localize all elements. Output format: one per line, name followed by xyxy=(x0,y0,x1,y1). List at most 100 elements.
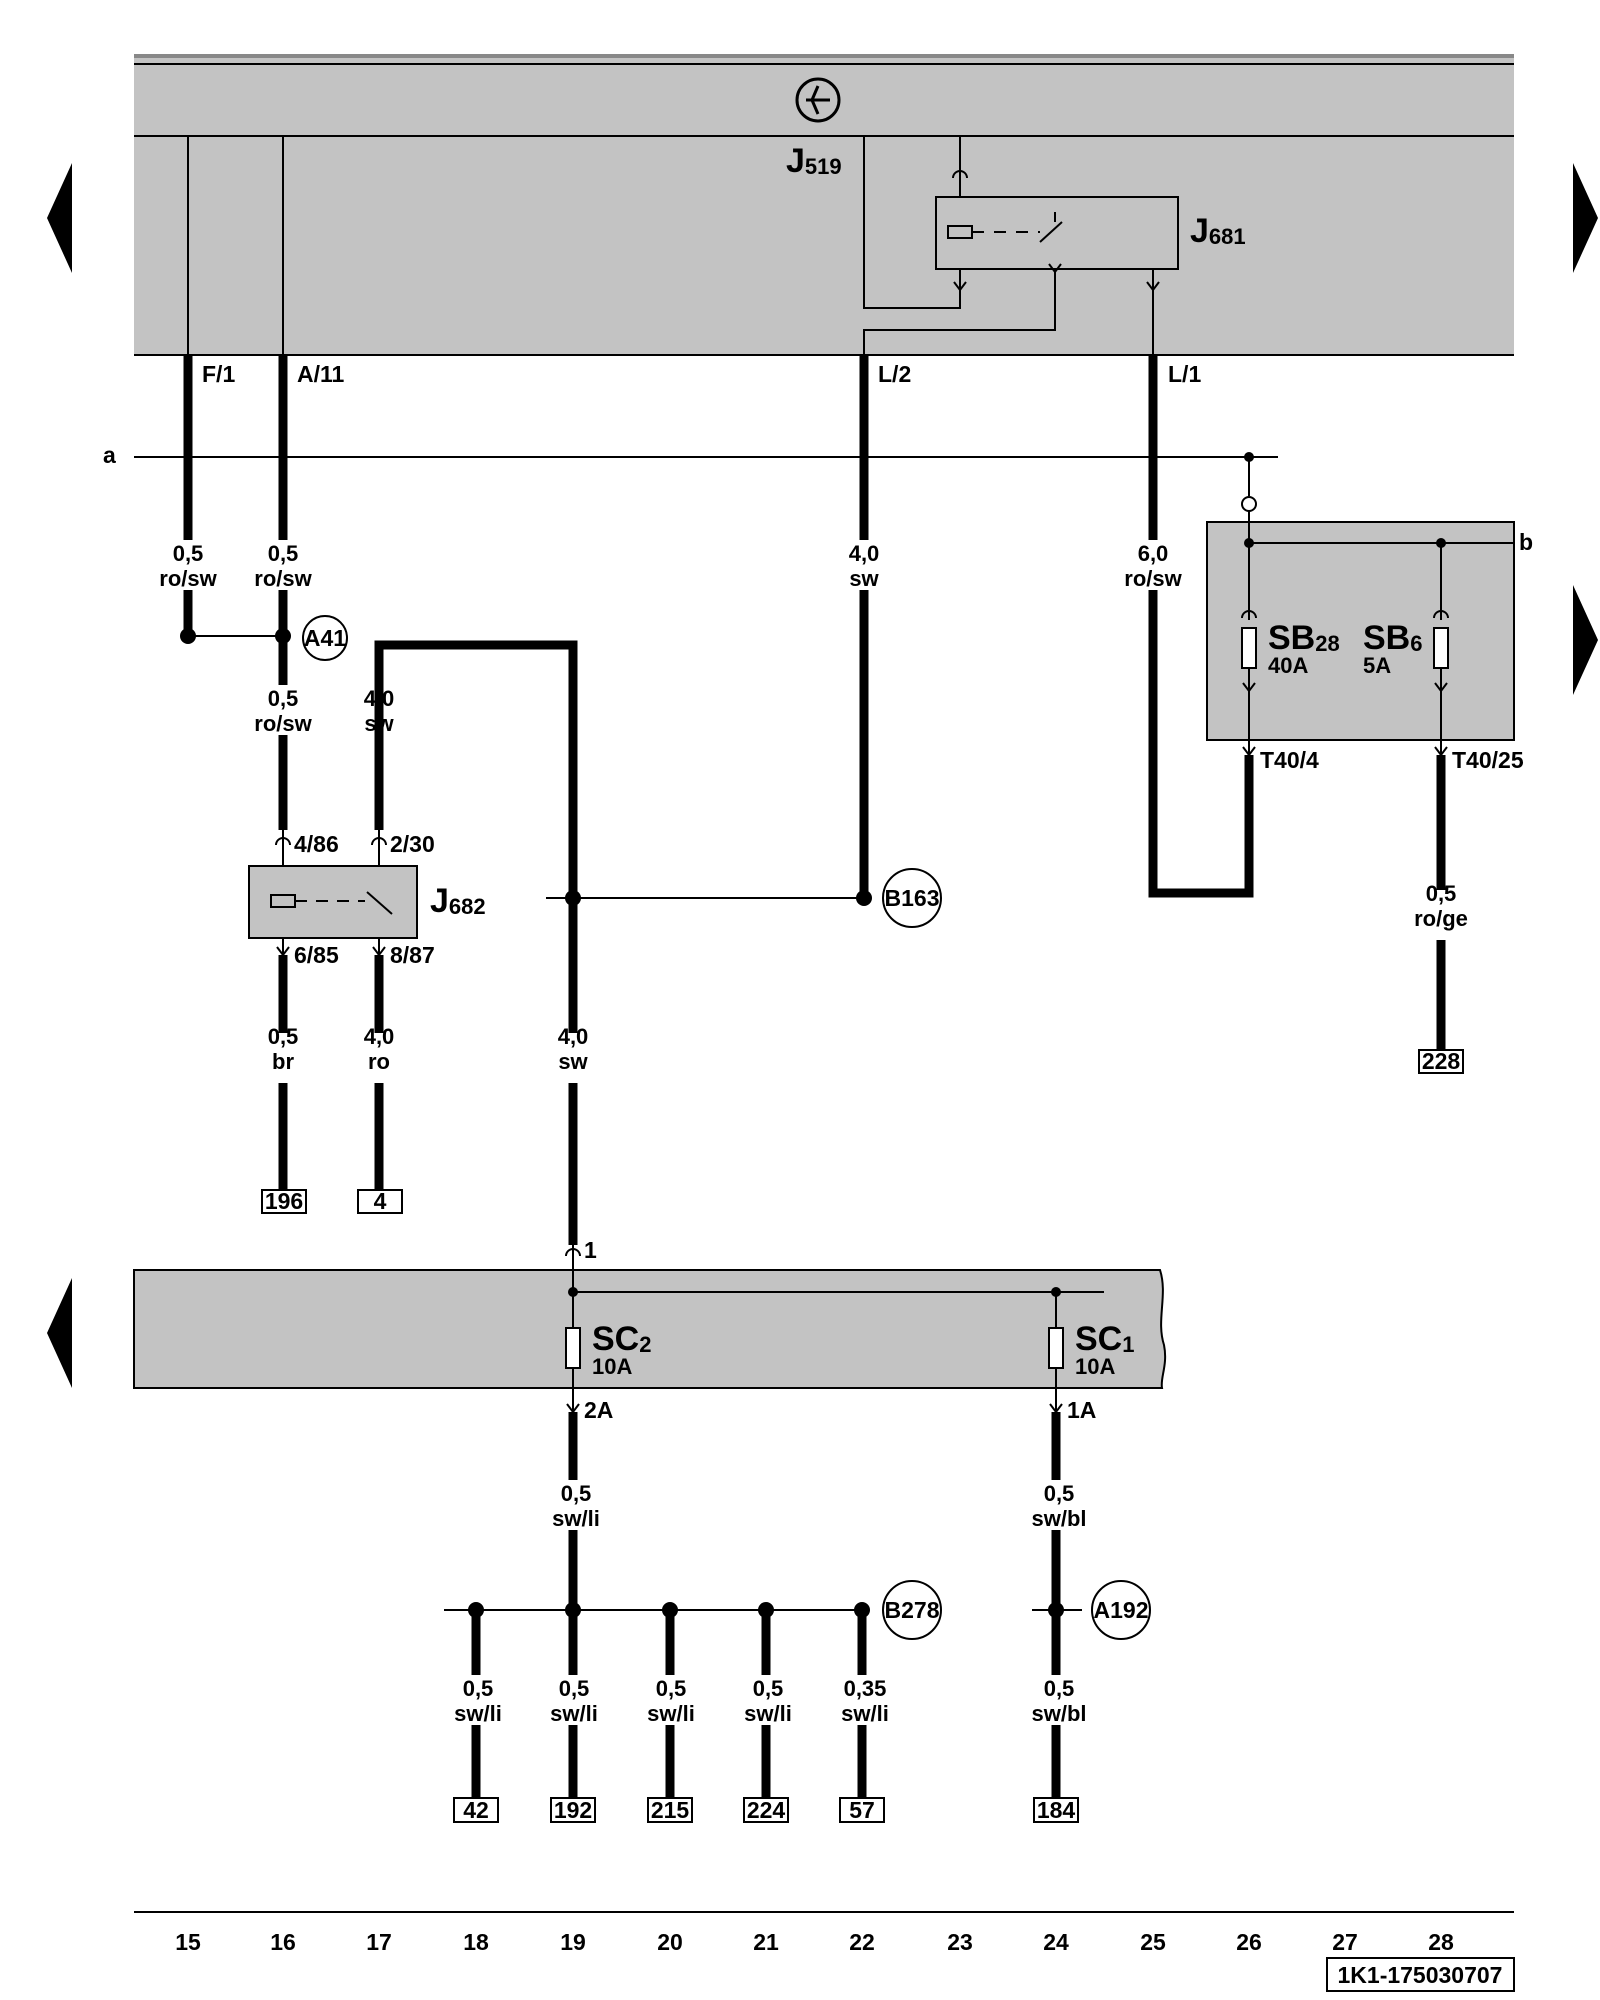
continue-right-arrow-top[interactable] xyxy=(1573,163,1598,273)
svg-text:ro/sw: ro/sw xyxy=(254,711,312,736)
svg-text:0,5: 0,5 xyxy=(561,1481,592,1506)
rating-sc2: 10A xyxy=(592,1354,632,1379)
svg-text:0,5: 0,5 xyxy=(268,686,299,711)
svg-text:sw/li: sw/li xyxy=(841,1701,889,1726)
svg-text:0,5: 0,5 xyxy=(268,541,299,566)
wire-labels-bottom: 0,5 sw/li 0,5 sw/bl 0,5 sw/li 0,5 sw/li … xyxy=(454,1481,1086,1726)
svg-text:4,0: 4,0 xyxy=(364,1024,395,1049)
rating-sb28: 40A xyxy=(1268,653,1308,678)
pin-2a: 2A xyxy=(584,1397,613,1423)
thick-wires-bottom xyxy=(471,1412,1061,1798)
svg-text:224: 224 xyxy=(747,1797,786,1823)
fuse-carrier-sc xyxy=(133,1269,1167,1389)
svg-text:0,5: 0,5 xyxy=(268,1024,299,1049)
svg-text:0,5: 0,5 xyxy=(1044,1676,1075,1701)
svg-text:215: 215 xyxy=(651,1797,690,1823)
svg-text:228: 228 xyxy=(1422,1048,1461,1074)
svg-text:ro/sw: ro/sw xyxy=(159,566,217,591)
svg-text:4,0: 4,0 xyxy=(558,1024,589,1049)
svg-text:0,5: 0,5 xyxy=(656,1676,687,1701)
reference-boxes-top[interactable]: 196 4 228 xyxy=(261,1048,1464,1214)
svg-text:23: 23 xyxy=(947,1929,973,1955)
pin-8-87: 8/87 xyxy=(390,942,435,968)
svg-text:B163: B163 xyxy=(885,885,940,911)
relay-j682 xyxy=(248,830,418,957)
svg-text:0,5: 0,5 xyxy=(753,1676,784,1701)
svg-text:25: 25 xyxy=(1140,1929,1166,1955)
svg-text:0,5: 0,5 xyxy=(463,1676,494,1701)
svg-text:24: 24 xyxy=(1043,1929,1069,1955)
svg-text:0,5: 0,5 xyxy=(1044,1481,1075,1506)
continue-left-arrow-bottom[interactable] xyxy=(47,1278,72,1388)
label-line-b: b xyxy=(1519,529,1533,555)
rating-sc1: 10A xyxy=(1075,1354,1115,1379)
svg-text:196: 196 xyxy=(265,1188,303,1214)
svg-text:ro/sw: ro/sw xyxy=(1124,566,1182,591)
svg-text:sw/li: sw/li xyxy=(647,1701,695,1726)
svg-text:21: 21 xyxy=(753,1929,779,1955)
svg-text:sw: sw xyxy=(364,711,394,736)
svg-text:ro: ro xyxy=(368,1049,390,1074)
svg-text:4,0: 4,0 xyxy=(849,541,880,566)
connector-b278 xyxy=(882,1580,942,1640)
svg-text:0,5: 0,5 xyxy=(1426,881,1457,906)
pin-1a: 1A xyxy=(1067,1397,1096,1423)
pin-t40-25: T40/25 xyxy=(1452,747,1524,773)
label-sc2: SC2 xyxy=(592,1320,651,1358)
svg-text:6,0: 6,0 xyxy=(1138,541,1169,566)
svg-text:B278: B278 xyxy=(885,1597,940,1623)
svg-text:28: 28 xyxy=(1428,1929,1454,1955)
svg-text:0,5: 0,5 xyxy=(559,1676,590,1701)
relay-j681 xyxy=(935,170,1179,292)
label-sb6: SB6 xyxy=(1363,619,1422,657)
fuse-carrier-sb xyxy=(1206,521,1515,757)
pin-2-30: 2/30 xyxy=(390,831,435,857)
svg-text:4,0: 4,0 xyxy=(364,686,395,711)
svg-text:ro/sw: ro/sw xyxy=(254,566,312,591)
drawing-number: 1K1-175030707 xyxy=(1338,1962,1503,1988)
pin-4-86: 4/86 xyxy=(294,831,339,857)
reference-boxes-bottom[interactable]: 42 192 215 224 57 184 xyxy=(453,1797,1079,1823)
svg-text:27: 27 xyxy=(1332,1929,1358,1955)
svg-text:sw/bl: sw/bl xyxy=(1031,1701,1086,1726)
pin-f1: F/1 xyxy=(202,361,235,387)
svg-text:42: 42 xyxy=(463,1797,489,1823)
continue-right-arrow-middle[interactable] xyxy=(1573,585,1598,695)
svg-text:22: 22 xyxy=(849,1929,875,1955)
label-j681: J681 xyxy=(1190,212,1246,250)
svg-text:A192: A192 xyxy=(1094,1597,1149,1623)
svg-text:17: 17 xyxy=(366,1929,392,1955)
svg-text:sw: sw xyxy=(849,566,879,591)
pin-l1: L/1 xyxy=(1168,361,1201,387)
svg-text:57: 57 xyxy=(849,1797,875,1823)
svg-text:ro/ge: ro/ge xyxy=(1414,906,1468,931)
pin-1: 1 xyxy=(584,1237,597,1263)
svg-text:26: 26 xyxy=(1236,1929,1262,1955)
svg-text:20: 20 xyxy=(657,1929,683,1955)
thick-wires xyxy=(183,355,1446,1245)
svg-text:192: 192 xyxy=(554,1797,592,1823)
pin-t40-4: T40/4 xyxy=(1260,747,1319,773)
pin-6-85: 6/85 xyxy=(294,942,339,968)
pin-l2: L/2 xyxy=(878,361,911,387)
svg-text:0,35: 0,35 xyxy=(844,1676,887,1701)
svg-text:sw: sw xyxy=(558,1049,588,1074)
svg-text:4: 4 xyxy=(374,1188,387,1214)
connector-b163 xyxy=(882,868,942,928)
label-j682: J682 xyxy=(430,882,486,920)
svg-text:br: br xyxy=(272,1049,294,1074)
label-sc1: SC1 xyxy=(1075,1320,1134,1358)
svg-text:18: 18 xyxy=(463,1929,489,1955)
svg-text:16: 16 xyxy=(270,1929,296,1955)
control-unit-j519-housing xyxy=(134,54,1514,356)
wire-labels-top: 0,5 ro/sw 0,5 ro/sw 4,0 sw 6,0 ro/sw 0,5… xyxy=(159,541,1468,1074)
svg-text:sw/li: sw/li xyxy=(454,1701,502,1726)
pin-a11: A/11 xyxy=(297,361,345,387)
label-j519: J519 xyxy=(786,142,842,180)
svg-text:19: 19 xyxy=(560,1929,586,1955)
svg-text:sw/li: sw/li xyxy=(552,1506,600,1531)
continue-left-arrow-top[interactable] xyxy=(47,163,72,273)
svg-text:A41: A41 xyxy=(304,625,346,651)
position-numbers: 15 16 17 18 19 20 21 22 23 24 25 26 27 2… xyxy=(175,1929,1454,1955)
